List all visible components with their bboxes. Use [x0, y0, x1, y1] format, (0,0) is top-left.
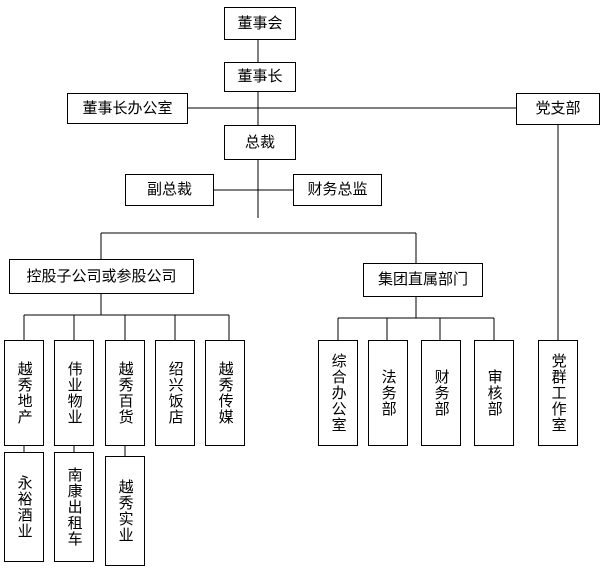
subsidiary-nankang-taxi: 南康出租车 — [54, 452, 94, 562]
board-node: 董事会 — [224, 7, 296, 40]
subsidiary-yongyu-liquor: 永裕酒业 — [4, 452, 44, 562]
subsidiary-shaoxing-hotel: 绍兴饭店 — [155, 340, 195, 446]
chairman-node: 董事长 — [224, 62, 296, 92]
dept-legal: 法务部 — [368, 340, 408, 446]
vice-president-node: 副总裁 — [125, 174, 214, 206]
holding-companies-node: 控股子公司或参股公司 — [9, 259, 194, 294]
subsidiary-yuexiu-property: 越秀地产 — [4, 340, 44, 446]
party-branch-node: 党支部 — [516, 93, 600, 125]
group-departments-node: 集团直属部门 — [363, 263, 483, 297]
chairman-office-node: 董事长办公室 — [67, 93, 188, 124]
subsidiary-yuexiu-industrial: 越秀实业 — [105, 456, 145, 566]
president-node: 总裁 — [224, 125, 296, 160]
dept-finance: 财务部 — [421, 340, 461, 446]
finance-director-node: 财务总监 — [293, 174, 382, 206]
dept-general-office: 综合办公室 — [318, 340, 358, 446]
party-office-node: 党群工作室 — [538, 340, 578, 446]
subsidiary-yuexiu-media: 越秀传媒 — [205, 340, 245, 446]
subsidiary-weiye-property-mgmt: 伟业物业 — [54, 340, 94, 446]
subsidiary-yuexiu-department-store: 越秀百货 — [105, 340, 145, 446]
dept-audit: 审核部 — [474, 340, 514, 446]
